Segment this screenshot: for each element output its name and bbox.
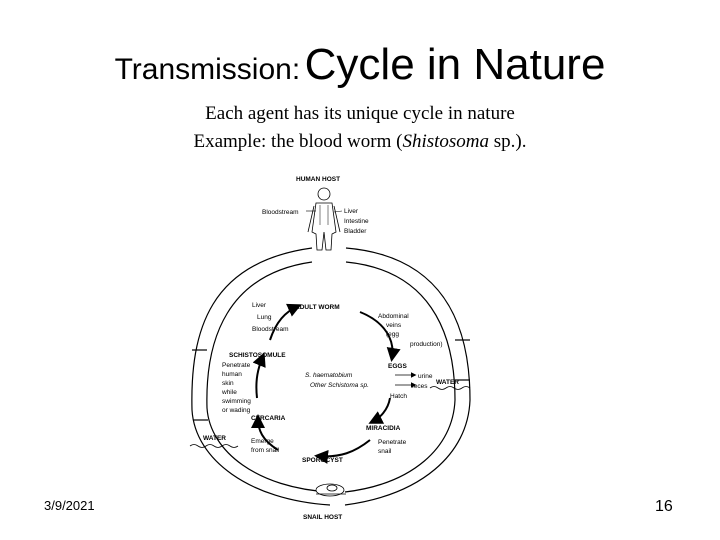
label-penetrate-4: while bbox=[221, 389, 237, 396]
label-cercaria: CERCARIA bbox=[251, 415, 286, 422]
egg-arrows bbox=[395, 372, 417, 388]
label-emerge-2: from snail bbox=[251, 447, 280, 454]
slide-title: Transmission: Cycle in Nature bbox=[0, 40, 720, 90]
label-water-left: WATER bbox=[203, 435, 226, 442]
slide-number: 16 bbox=[655, 498, 673, 515]
label-penetrate-3: skin bbox=[222, 380, 234, 387]
label-miracidia: MIRACIDIA bbox=[366, 425, 401, 432]
slide-subtitle: Each agent has its unique cycle in natur… bbox=[0, 100, 720, 156]
title-part-1: Transmission: bbox=[114, 53, 301, 86]
label-snail-host: SNAIL HOST bbox=[303, 514, 342, 521]
label-emerge-1: Emerge bbox=[251, 438, 274, 445]
title-part-2: Cycle in Nature bbox=[304, 40, 606, 89]
label-penetrate-snail-1: Penetrate bbox=[378, 439, 407, 446]
water-waves bbox=[189, 386, 471, 448]
label-human-host: HUMAN HOST bbox=[296, 176, 340, 183]
slide-date: 3/9/2021 bbox=[44, 498, 95, 513]
label-feces: feces bbox=[412, 383, 428, 390]
label-eggs: EGGS bbox=[388, 363, 407, 370]
label-adult-worm: ADULT WORM bbox=[295, 304, 340, 311]
label-liver: Liver bbox=[344, 208, 359, 215]
label-abdominal-4: production) bbox=[410, 341, 443, 348]
label-penetrate-1: Penetrate bbox=[222, 362, 251, 369]
label-water-right: WATER bbox=[436, 379, 459, 386]
label-sporocyst: SPOROCYST bbox=[302, 457, 343, 464]
subtitle-line-2: Example: the blood worm (Shistosoma sp.)… bbox=[0, 128, 720, 156]
label-bladder: Bladder bbox=[344, 228, 367, 235]
label-abdominal-2: veins bbox=[386, 322, 402, 329]
label-abdominal-3: (egg bbox=[386, 331, 399, 338]
label-schistosomule: SCHISTOSOMULE bbox=[229, 352, 286, 359]
label-bloodstream: Bloodstream bbox=[262, 209, 299, 216]
label-species-1: S. haematobium bbox=[305, 372, 353, 379]
label-species-2: Other Schistoma sp. bbox=[310, 382, 369, 389]
subtitle-suffix: sp.). bbox=[489, 131, 527, 152]
cycle-arrows bbox=[251, 303, 401, 464]
label-abdominal-1: Abdominal bbox=[378, 313, 409, 320]
liver-pointer bbox=[333, 210, 343, 213]
subtitle-line-1: Each agent has its unique cycle in natur… bbox=[205, 103, 515, 124]
label-liver-lung-2: Lung bbox=[257, 314, 272, 321]
label-penetrate-snail-2: snail bbox=[378, 448, 392, 455]
subtitle-italic: Shistosoma bbox=[402, 131, 490, 152]
subtitle-prefix: Example: the blood worm ( bbox=[193, 131, 403, 152]
label-liver-lung-1: Liver bbox=[252, 302, 267, 309]
label-urine: urine bbox=[418, 373, 433, 380]
label-intestine: Intestine bbox=[344, 218, 369, 225]
label-penetrate-5: swimming bbox=[222, 398, 251, 405]
label-penetrate-6: or wading bbox=[222, 407, 251, 414]
human-figure-icon bbox=[307, 187, 341, 251]
label-hatch: Hatch bbox=[390, 393, 407, 400]
snail-icon bbox=[315, 483, 346, 497]
label-liver-lung-3: Bloodstream bbox=[252, 326, 289, 333]
outer-ring bbox=[191, 247, 471, 506]
label-penetrate-2: human bbox=[222, 371, 242, 378]
